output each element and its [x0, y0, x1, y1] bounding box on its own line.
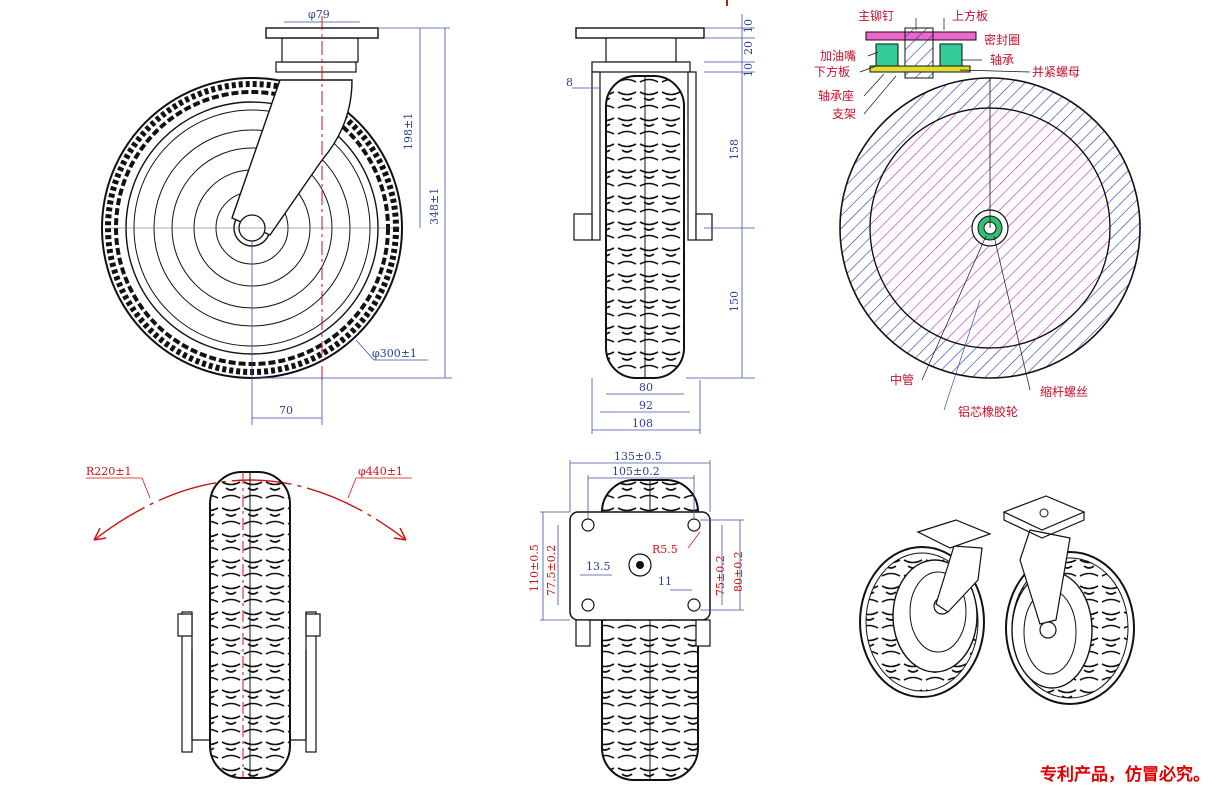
dim-turn-dia: φ440±1: [358, 465, 403, 478]
dim-front-108: 108: [632, 417, 653, 430]
dim-front-20: 20: [742, 41, 755, 55]
label-grease-nipple: 加油嘴: [820, 49, 856, 63]
label-bracket: 支架: [832, 107, 856, 121]
front-top-plate: [575, 27, 705, 39]
dim-offset-height: 198±1: [402, 113, 415, 150]
dim-swivel-offset: 70: [279, 404, 293, 417]
rear-view: R220±1 φ440±1: [86, 465, 412, 779]
dim-edge-11: 11: [658, 575, 672, 588]
label-bearing: 轴承: [990, 52, 1014, 67]
dim-plate-w-outer: 135±0.5: [614, 450, 662, 463]
front-nut-right: [695, 213, 713, 241]
side-view: φ79 198±1 348±1 φ300±1 70: [101, 8, 452, 425]
label-shrink-bolt: 缩杆螺丝: [1040, 384, 1088, 399]
section-bearing-right: [939, 43, 963, 67]
label-lock-nut: 并紧螺母: [1032, 65, 1080, 79]
side-fork: [231, 79, 353, 236]
label-wheel-core: 铝芯橡胶轮: [958, 404, 1018, 419]
dim-right-75: 75±0.2: [714, 555, 727, 596]
dim-wheel-dia: φ300±1: [372, 347, 417, 360]
label-lower-plate: 下方板: [814, 64, 850, 79]
dim-plate-w-inner: 105±0.2: [612, 465, 660, 478]
section-bearing-left: [875, 43, 899, 67]
label-center-tube: 中管: [890, 372, 914, 387]
dim-front-150: 150: [728, 291, 741, 312]
front-view: 10 20 10 158 150 8 80 92 108: [566, 0, 755, 434]
dim-top-plate-dia: φ79: [308, 8, 330, 21]
dim-plate-h-outer: 110±0.5: [528, 544, 541, 592]
iso-plate-left: [916, 519, 992, 549]
patent-notice: 专利产品，仿冒必究。: [1040, 765, 1210, 785]
dim-front-158: 158: [728, 139, 741, 160]
dim-right-80: 80±0.2: [732, 551, 745, 592]
dim-front-92: 92: [639, 399, 653, 412]
plate-view: 135±0.5 105±0.2 110±0.5 77.5±0.2 75±0.2 …: [528, 450, 745, 781]
section-lower-plate: [869, 65, 971, 73]
section-view: 主铆钉 上方板 密封圈 加油嘴 轴承 下方板 并紧螺母 轴承座 支架 中管 缩杆…: [814, 8, 1141, 419]
iso-fork-right: [1019, 529, 1071, 625]
isometric-view: [859, 495, 1135, 705]
dim-turn-radius: R220±1: [86, 465, 132, 478]
label-seal-ring: 密封圈: [984, 32, 1020, 47]
front-nut-left: [573, 213, 593, 241]
dim-overall-height: 348±1: [428, 188, 441, 225]
dim-hole-radius: R5.5: [652, 543, 678, 556]
dim-front-80: 80: [639, 381, 653, 394]
dim-plate-h-inner: 77.5±0.2: [545, 545, 558, 596]
label-main-rivet: 主铆钉: [858, 8, 894, 23]
dim-edge-13: 13.5: [586, 560, 611, 573]
plate-hole-tr: [687, 518, 701, 532]
plate-hole-bl: [581, 598, 595, 612]
plate-hole-tl: [581, 518, 595, 532]
label-upper-plate: 上方板: [952, 8, 988, 23]
side-swivel-ring: [275, 61, 357, 73]
dim-front-10a: 10: [742, 19, 755, 33]
dim-front-8: 8: [566, 76, 573, 89]
iso-fork-left: [935, 545, 983, 613]
label-bearing-seat: 轴承座: [818, 88, 854, 103]
plate-hole-br: [687, 598, 701, 612]
front-fork-right: [687, 71, 697, 241]
dim-front-10b: 10: [742, 63, 755, 77]
front-fork-left: [591, 71, 601, 241]
